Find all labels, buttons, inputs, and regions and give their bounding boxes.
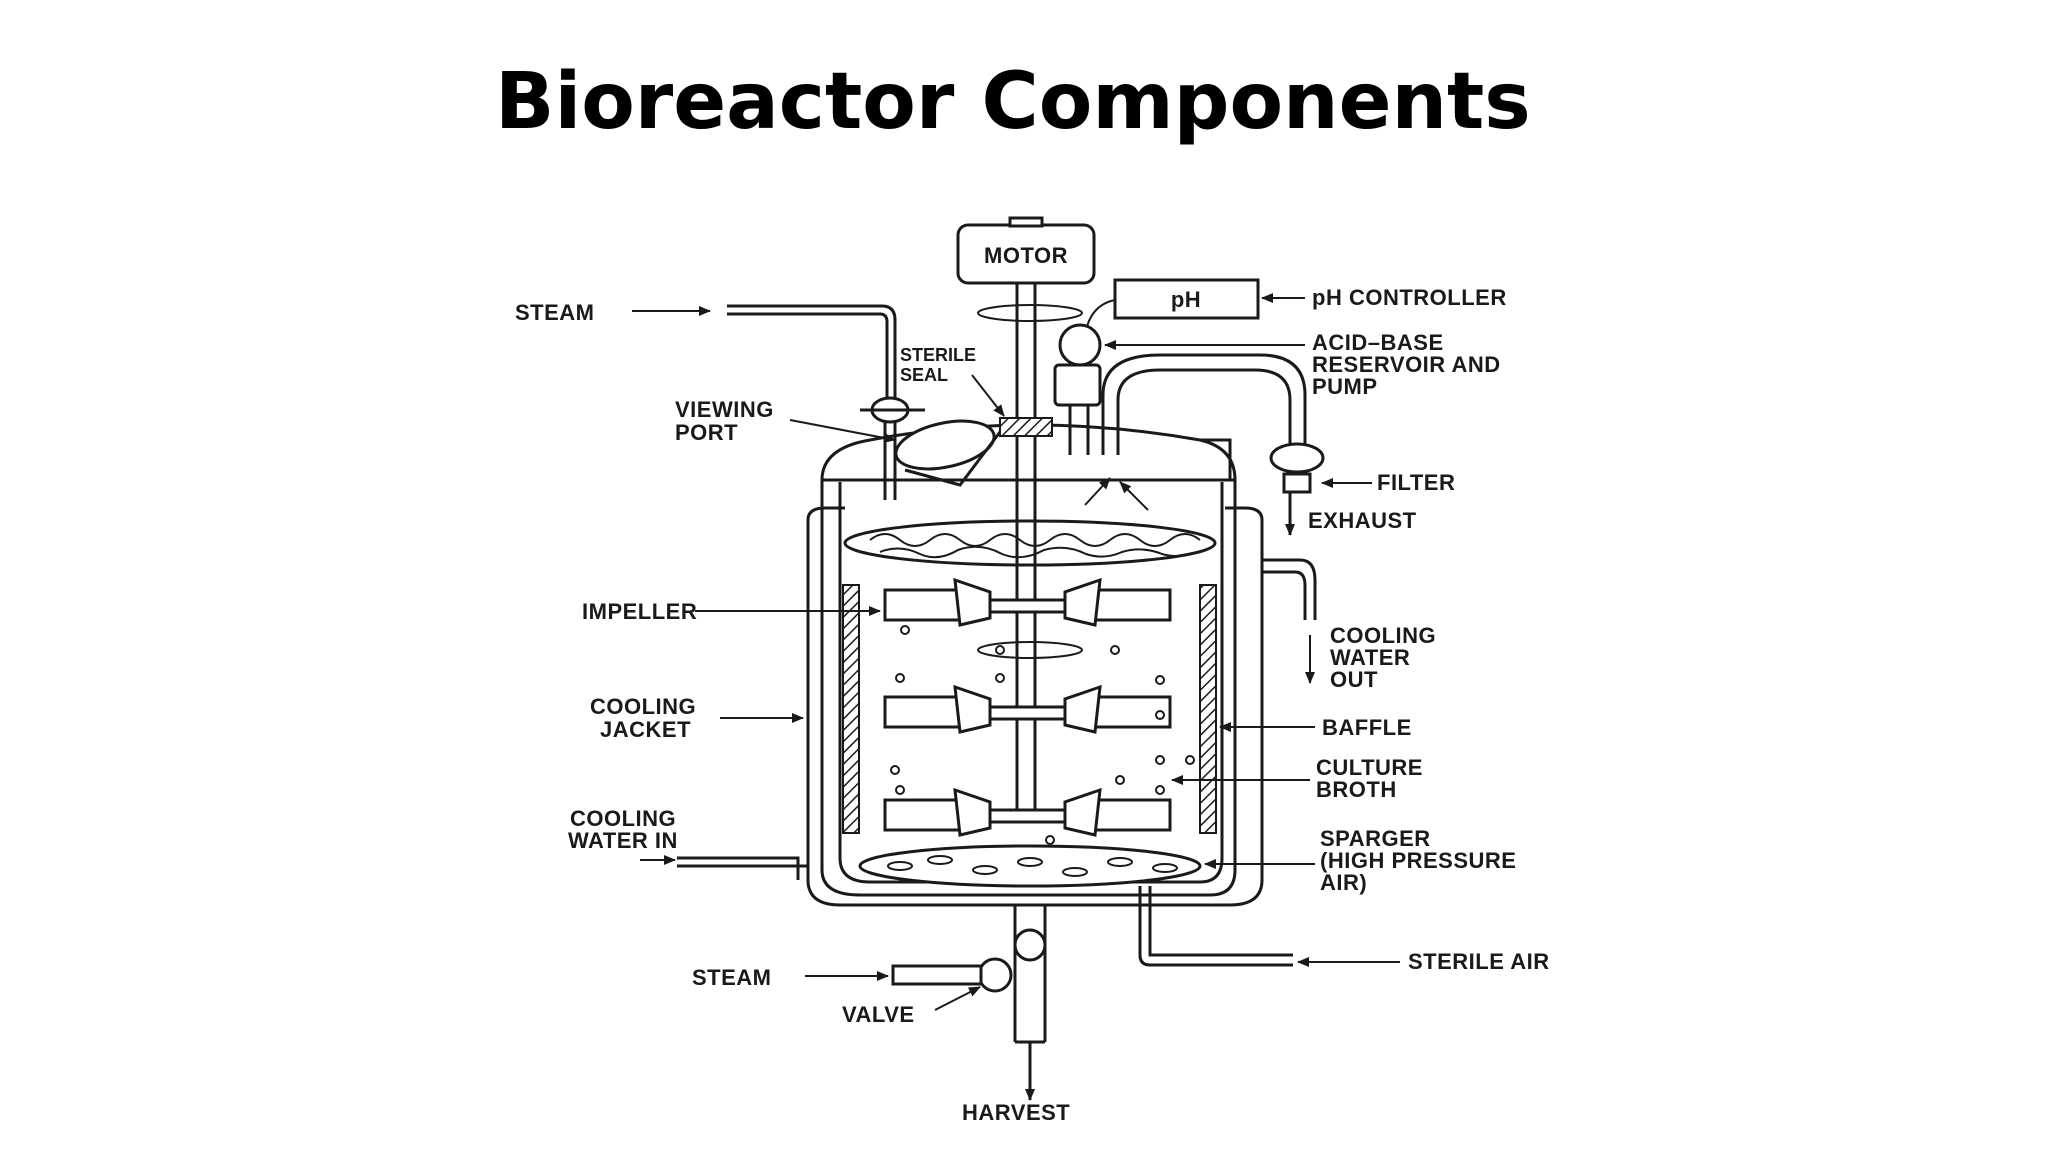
harvest-pipe xyxy=(891,905,1047,1101)
cooling-water-in-pipe xyxy=(677,856,800,880)
label-viewing-port-2: PORT xyxy=(675,420,738,445)
label-viewing-port-1: VIEWING xyxy=(675,397,774,422)
label-sterile-seal-1: STERILE xyxy=(900,345,976,365)
label-culture-broth-2: BROTH xyxy=(1316,777,1397,802)
label-exhaust: EXHAUST xyxy=(1308,508,1417,533)
label-sparger-1: SPARGER xyxy=(1320,826,1431,851)
label-cooling-water-out-3: OUT xyxy=(1330,667,1378,692)
viewing-port xyxy=(894,419,1002,487)
sterile-air-line xyxy=(1138,886,1293,967)
label-steam-top: STEAM xyxy=(515,300,595,325)
label-baffle: BAFFLE xyxy=(1322,715,1412,740)
label-cooling-water-out-1: COOLING xyxy=(1330,623,1436,648)
label-valve: VALVE xyxy=(842,1002,915,1027)
ph-box-label: pH xyxy=(1171,287,1201,312)
label-sterile-air: STERILE AIR xyxy=(1408,949,1550,974)
baffle-right xyxy=(1199,584,1217,834)
acid-base-reservoir xyxy=(1053,323,1102,455)
label-cooling-water-in-1: COOLING xyxy=(570,806,676,831)
label-culture-broth-1: CULTURE xyxy=(1316,755,1423,780)
impeller-bottom xyxy=(883,787,1172,837)
label-sterile-seal-2: SEAL xyxy=(900,365,948,385)
impeller-top xyxy=(883,577,1172,627)
label-filter: FILTER xyxy=(1377,470,1455,495)
cooling-jacket-shape xyxy=(806,506,1264,907)
label-cooling-jacket-2: JACKET xyxy=(600,717,691,742)
baffle-left xyxy=(842,584,860,834)
exhaust-tube xyxy=(1101,353,1325,536)
sterile-seal xyxy=(999,417,1053,437)
label-acid-base-3: PUMP xyxy=(1312,374,1378,399)
broth-surface xyxy=(843,519,1217,567)
label-sparger-3: AIR) xyxy=(1320,870,1367,895)
label-acid-base-2: RESERVOIR AND xyxy=(1312,352,1501,377)
cooling-water-out-pipe xyxy=(1262,558,1317,620)
label-sparger-2: (HIGH PRESSURE xyxy=(1320,848,1516,873)
label-cooling-jacket-1: COOLING xyxy=(590,694,696,719)
label-cooling-water-in-2: WATER IN xyxy=(568,828,678,853)
motor-label: MOTOR xyxy=(984,243,1068,268)
impeller-middle xyxy=(883,684,1172,734)
label-cooling-water-out-2: WATER xyxy=(1330,645,1410,670)
sparger xyxy=(858,844,1202,888)
ph-box: pH xyxy=(1084,278,1260,336)
label-impeller: IMPELLER xyxy=(582,599,697,624)
motor: MOTOR xyxy=(956,216,1096,285)
label-steam-bottom: STEAM xyxy=(692,965,772,990)
label-acid-base-1: ACID–BASE xyxy=(1312,330,1444,355)
slide-title: Bioreactor Components xyxy=(495,57,1531,147)
agitator-shaft xyxy=(977,282,1083,818)
label-harvest: HARVEST xyxy=(962,1100,1070,1125)
label-ph-controller: pH CONTROLLER xyxy=(1312,285,1507,310)
steam-top-line xyxy=(727,304,925,500)
